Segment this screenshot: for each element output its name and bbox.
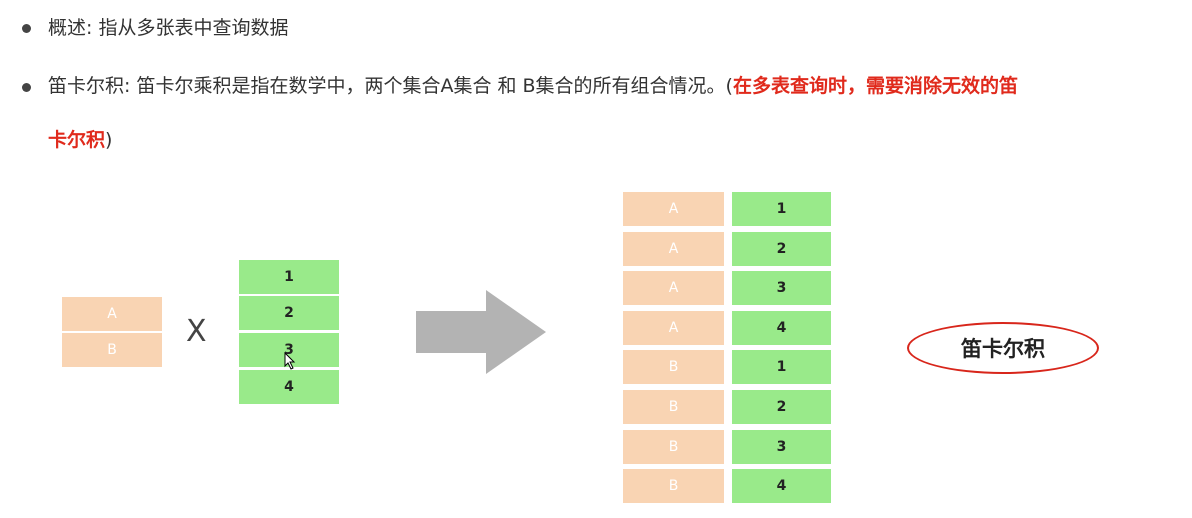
- right-arrow-icon: [416, 290, 546, 374]
- result-cell-letter: B: [623, 430, 724, 464]
- bullet-cartesian-cont: 卡尔积): [48, 126, 112, 154]
- cartesian-product-label: 笛卡尔积: [907, 322, 1099, 374]
- result-cell-letter: A: [623, 271, 724, 305]
- left-table-cell: B: [62, 333, 162, 367]
- result-cell-number: 2: [732, 390, 831, 424]
- result-cell-number: 1: [732, 350, 831, 384]
- bullet-dot-icon: [22, 83, 31, 92]
- result-cell-letter: A: [623, 311, 724, 345]
- cartesian-warning-2: 卡尔积: [48, 129, 106, 151]
- result-cell-letter: B: [623, 350, 724, 384]
- cartesian-text: 笛卡尔积: 笛卡尔乘积是指在数学中，两个集合A集合 和 B集合的所有组合情况。(: [48, 75, 733, 97]
- overview-text: 概述: 指从多张表中查询数据: [48, 17, 289, 39]
- result-cell-number: 4: [732, 311, 831, 345]
- bullet-dot-icon: [22, 24, 31, 33]
- left-table-cell: A: [62, 297, 162, 331]
- multiply-operator: X: [186, 314, 207, 349]
- cursor-icon: [284, 352, 296, 370]
- cartesian-warning-1: 在多表查询时，需要消除无效的笛: [732, 75, 1018, 97]
- result-cell-number: 1: [732, 192, 831, 226]
- bullet-overview: 概述: 指从多张表中查询数据: [48, 14, 288, 42]
- result-cell-letter: B: [623, 390, 724, 424]
- result-cell-number: 4: [732, 469, 831, 503]
- bullet-cartesian: 笛卡尔积: 笛卡尔乘积是指在数学中，两个集合A集合 和 B集合的所有组合情况。(…: [48, 72, 1178, 100]
- label-text: 笛卡尔积: [961, 337, 1045, 361]
- right-table-cell: 2: [239, 296, 339, 330]
- right-table-cell: 4: [239, 370, 339, 404]
- result-cell-letter: A: [623, 232, 724, 266]
- result-cell-number: 2: [732, 232, 831, 266]
- cartesian-close-paren: ): [105, 129, 113, 151]
- result-cell-number: 3: [732, 430, 831, 464]
- result-cell-letter: B: [623, 469, 724, 503]
- right-table-cell: 1: [239, 260, 339, 294]
- result-cell-number: 3: [732, 271, 831, 305]
- result-cell-letter: A: [623, 192, 724, 226]
